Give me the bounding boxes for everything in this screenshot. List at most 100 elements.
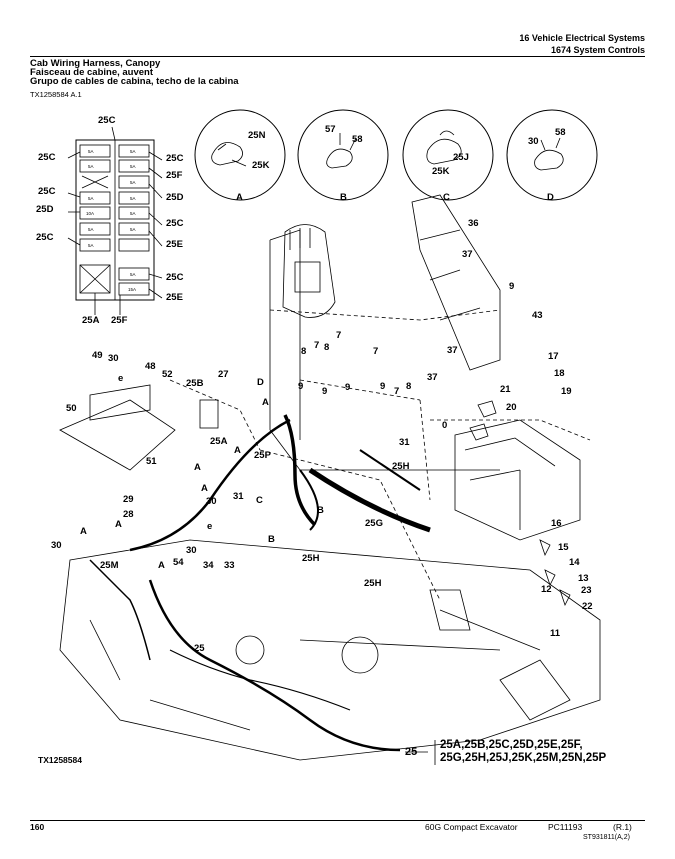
callout-label: 12 xyxy=(541,584,552,595)
callout-label: A xyxy=(158,560,165,571)
callout-label: 30 xyxy=(51,540,62,551)
callout-label: 25P xyxy=(254,450,271,461)
callout-label: 33 xyxy=(224,560,235,571)
callout-label: 25A xyxy=(82,315,100,326)
fuse-7: 5A xyxy=(130,149,136,154)
revision: (R.1) xyxy=(613,822,632,832)
callout-label: 25B xyxy=(186,378,204,389)
callout-label: B xyxy=(317,505,324,516)
title-es: Grupo de cables de cabina, techo de la c… xyxy=(30,76,239,87)
title-en: Cab Wiring Harness, Canopy xyxy=(30,58,161,69)
callout-label: 7 xyxy=(336,330,342,341)
callout-label: 7 xyxy=(314,340,320,351)
callout-label: 30 xyxy=(108,353,119,364)
callout-label: 25D xyxy=(166,192,184,203)
title-fr: Faisceau de cabine, auvent xyxy=(30,67,154,78)
callout-label: 25N xyxy=(248,130,266,141)
callout-label: 48 xyxy=(145,361,156,372)
fuse-8: 5A xyxy=(130,164,136,169)
callout-label: 25C xyxy=(38,152,56,163)
callout-label: e xyxy=(118,373,124,384)
callout-label: 34 xyxy=(203,560,214,571)
callout-label: 9 xyxy=(380,381,386,392)
callout-label: C xyxy=(256,495,263,506)
callout-label: 57 xyxy=(325,124,336,135)
callout-label: 18 xyxy=(554,368,565,379)
callout-label: 25C xyxy=(36,232,54,243)
fuse-2: 5A xyxy=(88,164,94,169)
fuse-1: 5A xyxy=(88,149,94,154)
detail-view-c: C xyxy=(443,192,450,203)
callout-label: 20 xyxy=(506,402,517,413)
callout-label: 22 xyxy=(582,601,593,612)
callout-label: 37 xyxy=(447,345,458,356)
callout-label: 14 xyxy=(569,557,580,568)
callout-label: 21 xyxy=(500,384,511,395)
callout-label: 36 xyxy=(468,218,479,229)
fuse-5: 5A xyxy=(88,227,94,232)
callout-label: 54 xyxy=(173,557,184,568)
callout-label: 30 xyxy=(206,496,217,507)
callout-label: 11 xyxy=(550,628,561,639)
callout-label: 30 xyxy=(528,136,539,147)
callout-label: 17 xyxy=(548,351,559,362)
fuse-13: 5A xyxy=(130,272,136,277)
subsection-header: 1674 System Controls xyxy=(550,45,645,55)
callout-label: 25E xyxy=(166,239,183,250)
callout-label: 9 xyxy=(322,386,328,397)
callout-label: 25H xyxy=(364,578,382,589)
callout-label: 25E xyxy=(166,292,183,303)
page-number: 160 xyxy=(30,822,45,832)
callout-label: A xyxy=(234,445,241,456)
callout-label: 8 xyxy=(301,346,307,357)
fuse-14: 15A xyxy=(128,287,136,292)
callout-label: 25K xyxy=(432,166,450,177)
callout-label: 9 xyxy=(345,382,351,393)
callout-label: 25H xyxy=(302,553,320,564)
callout-label: 31 xyxy=(233,491,244,502)
detail-view-b: B xyxy=(340,192,347,203)
callout-label: 43 xyxy=(532,310,543,321)
callout-label: 25M xyxy=(100,560,119,571)
callout-label: 49 xyxy=(92,350,103,361)
callout-label: A xyxy=(262,397,269,408)
fuse-6: 5A xyxy=(88,243,94,248)
callout-label: 15 xyxy=(558,542,569,553)
callout-label: 8 xyxy=(324,342,330,353)
parts-note-callout: 25 xyxy=(405,746,418,758)
callout-label: 7 xyxy=(373,346,379,357)
callout-label: D xyxy=(257,377,264,388)
callout-label: 25A xyxy=(210,436,228,447)
model-name: 60G Compact Excavator xyxy=(425,822,518,832)
callout-label: 30 xyxy=(186,545,197,556)
callout-label: 25J xyxy=(453,152,469,163)
detail-view-a: A xyxy=(236,192,243,203)
callout-label: 25G xyxy=(365,518,383,529)
footer-rule xyxy=(30,820,645,821)
callout-label: 7 xyxy=(394,386,400,397)
callout-label: 8 xyxy=(406,381,412,392)
fuse-10: 5A xyxy=(130,196,136,201)
fuse-3: 5A xyxy=(88,196,94,201)
callout-label: 25F xyxy=(111,315,128,326)
callout-label: 25 xyxy=(194,643,205,654)
callout-label: 23 xyxy=(581,585,592,596)
callout-label: 58 xyxy=(352,134,363,145)
callout-label: 25C xyxy=(98,115,116,126)
callout-label: 51 xyxy=(146,456,157,467)
callout-label: 29 xyxy=(123,494,134,505)
callout-label: 58 xyxy=(555,127,566,138)
callout-label: A xyxy=(201,483,208,494)
callout-label: 37 xyxy=(427,372,438,383)
callout-label: 25F xyxy=(166,170,183,181)
fuse-9: 5A xyxy=(130,180,136,185)
figure-id-top: TX1258584 A.1 xyxy=(30,90,82,99)
parts-note-line1: 25A,25B,25C,25D,25E,25F, xyxy=(440,739,583,751)
callout-label: 52 xyxy=(162,369,173,380)
callout-label: 0 xyxy=(442,420,448,431)
callout-label: 16 xyxy=(551,518,562,529)
callout-label: 27 xyxy=(218,369,229,380)
callout-label: 50 xyxy=(66,403,77,414)
parts-note-line2: 25G,25H,25J,25K,25M,25N,25P xyxy=(440,752,607,764)
